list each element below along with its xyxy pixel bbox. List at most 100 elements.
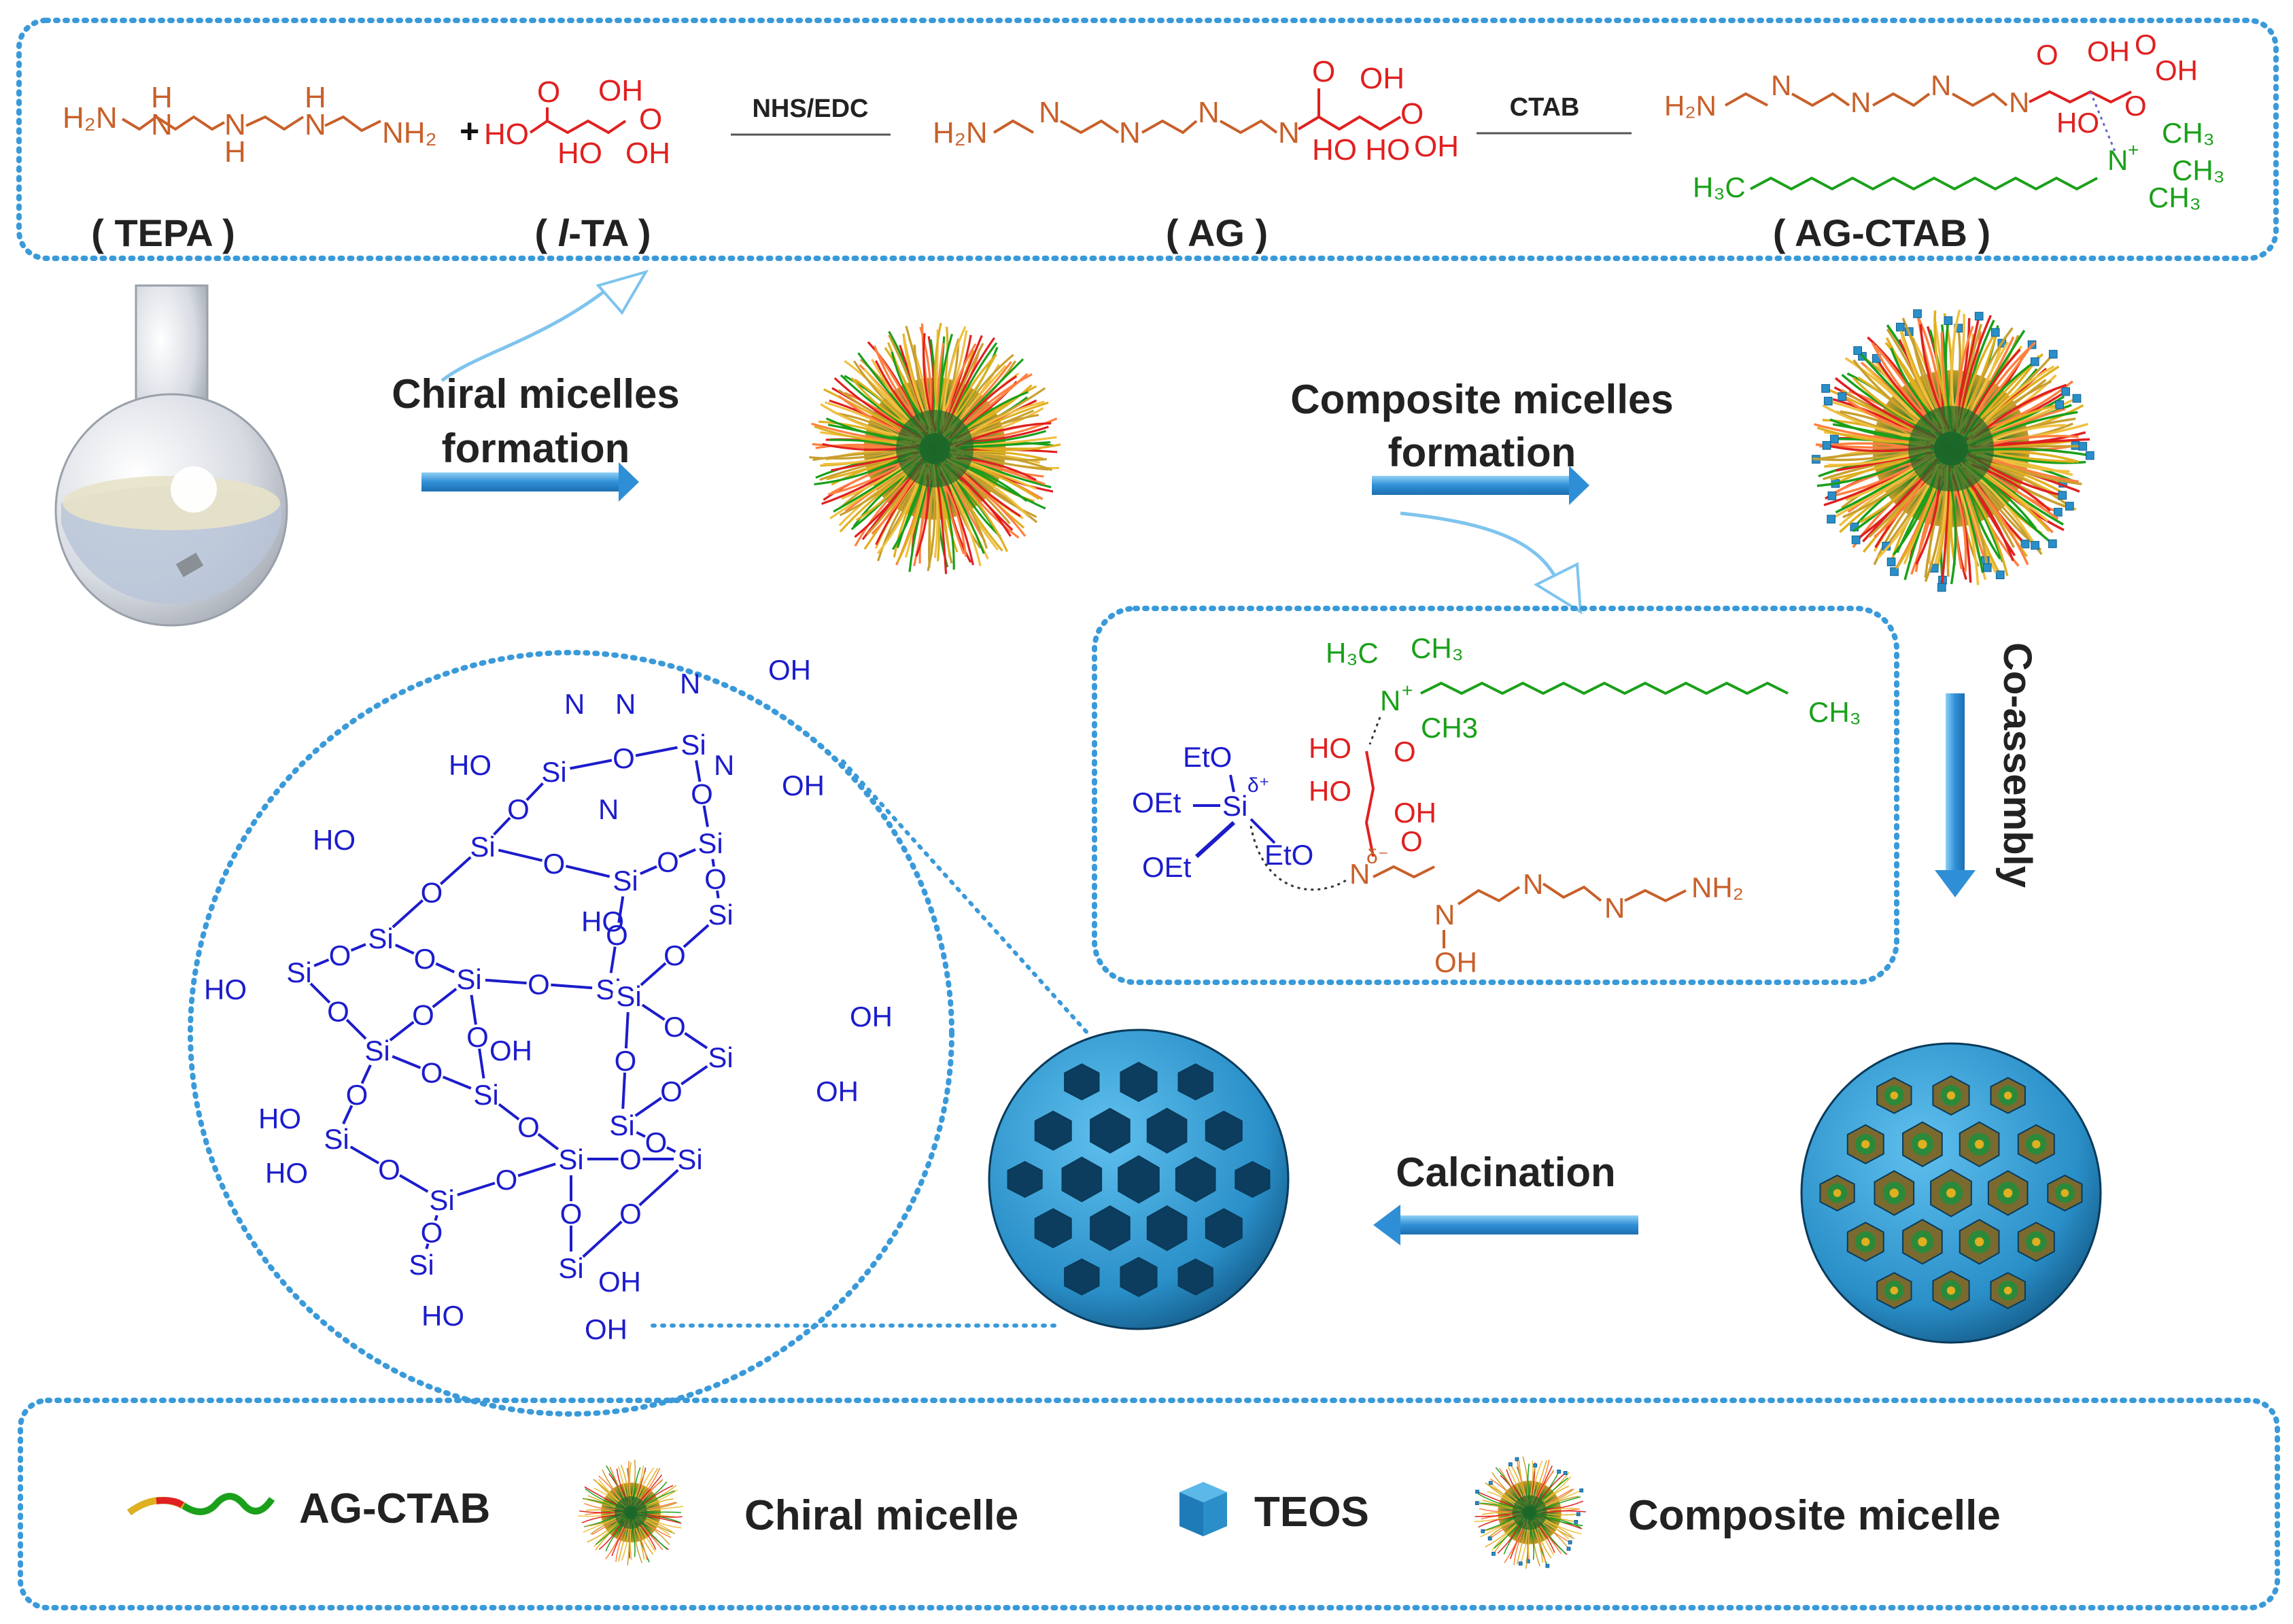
- svg-text:N: N: [1349, 858, 1370, 890]
- svg-text:O: O: [2036, 39, 2058, 71]
- svg-text:OH: OH: [2087, 35, 2130, 67]
- svg-text:HO: HO: [258, 1103, 301, 1135]
- plus-sign: +: [460, 112, 479, 150]
- svg-text:N: N: [1931, 69, 1951, 101]
- svg-text:N: N: [1039, 96, 1061, 129]
- svg-text:Si: Si: [616, 980, 641, 1012]
- legend-teos-label: TEOS: [1254, 1489, 1369, 1536]
- interaction-structure: H₃C CH₃ N + CH3 CH₃ HO O HO OH O EtO OEt…: [1132, 632, 1861, 978]
- svg-text:HO: HO: [1309, 775, 1351, 807]
- reaction-frame: [16, 18, 2279, 261]
- svg-text:CH₃: CH₃: [2162, 117, 2215, 149]
- svg-text:O: O: [346, 1079, 368, 1111]
- svg-text:O: O: [663, 939, 686, 971]
- svg-text:O: O: [560, 1198, 583, 1230]
- svg-text:O: O: [537, 75, 560, 109]
- svg-text:OH: OH: [489, 1035, 532, 1067]
- svg-text:Si: Si: [456, 963, 481, 995]
- arrow-coassembly: [1935, 693, 1976, 897]
- svg-text:Si: Si: [677, 1143, 702, 1175]
- chiral-step-line2: formation: [442, 426, 630, 471]
- svg-text:δ⁻: δ⁻: [1366, 846, 1389, 868]
- calcination-label: Calcination: [1396, 1150, 1615, 1195]
- legend-ag-ctab-label: AG-CTAB: [299, 1485, 490, 1532]
- svg-text:EtO: EtO: [1264, 839, 1313, 871]
- coassembly-label: Co-assembly: [1995, 642, 2039, 888]
- svg-text:HO: HO: [313, 824, 356, 856]
- svg-text:Si: Si: [609, 1109, 634, 1141]
- svg-text:OH: OH: [1434, 946, 1477, 978]
- svg-text:N: N: [1119, 116, 1141, 150]
- svg-text:Si: Si: [364, 1035, 390, 1067]
- svg-text:H: H: [151, 81, 173, 114]
- svg-text:+: +: [2128, 139, 2139, 160]
- curved-arrow-top: [441, 284, 613, 382]
- svg-text:Si: Si: [368, 922, 393, 954]
- legend-composite-micelle-icon: [1474, 1456, 1586, 1569]
- arrow-composite-formation: [1372, 466, 1589, 505]
- svg-text:OEt: OEt: [1132, 787, 1182, 818]
- interaction-frame: [1092, 606, 1899, 985]
- svg-text:O: O: [619, 1143, 642, 1175]
- tepa-structure: H₂N H N N H H N NH₂: [63, 81, 437, 169]
- svg-text:O: O: [615, 1045, 637, 1077]
- svg-text:O: O: [691, 778, 713, 810]
- svg-text:O: O: [412, 999, 434, 1031]
- reagent-ctab: CTAB: [1510, 93, 1580, 122]
- svg-text:HO: HO: [421, 1300, 464, 1332]
- reagent-nhs-edc: NHS/EDC: [752, 94, 868, 123]
- composite-step-line2: formation: [1388, 430, 1576, 475]
- svg-text:O: O: [613, 742, 635, 774]
- svg-text:N: N: [2107, 144, 2128, 176]
- svg-text:N: N: [598, 793, 619, 825]
- svg-text:OEt: OEt: [1142, 851, 1192, 883]
- templated-silica-sphere: [1800, 1042, 2102, 1344]
- svg-text:O: O: [1394, 736, 1416, 767]
- svg-text:N: N: [1434, 899, 1455, 931]
- svg-text:HO: HO: [449, 749, 492, 781]
- svg-text:Si: Si: [429, 1184, 454, 1216]
- flask-icon: [54, 284, 288, 627]
- svg-text:HO: HO: [581, 905, 624, 937]
- svg-text:OH: OH: [782, 770, 825, 801]
- svg-text:O: O: [421, 877, 443, 909]
- tartaric-acid-structure: HO O OH HO O OH: [484, 74, 670, 170]
- svg-text:OH: OH: [625, 137, 670, 170]
- svg-text:Si: Si: [697, 827, 723, 859]
- chiral-micelle: [809, 322, 1061, 574]
- legend-frame: [18, 1398, 2280, 1610]
- svg-text:O: O: [1400, 97, 1424, 131]
- silica-network: OOOOOOOOOOOOOOOOOOOOOOOOOOOOOSiSiSiSiSiS…: [204, 654, 893, 1345]
- svg-text:Si: Si: [473, 1079, 498, 1111]
- svg-text:N: N: [1771, 69, 1791, 101]
- ag-ctab-label: ( AG-CTAB ): [1773, 211, 1990, 254]
- svg-text:EtO: EtO: [1183, 741, 1232, 773]
- svg-text:Si: Si: [470, 831, 495, 863]
- svg-text:N: N: [680, 668, 700, 699]
- svg-text:HO: HO: [204, 973, 247, 1005]
- arrow-chiral-formation: [421, 462, 639, 502]
- legend-ag-ctab-icon: [127, 1493, 275, 1516]
- svg-text:OH: OH: [816, 1075, 859, 1107]
- svg-text:N: N: [1604, 892, 1625, 924]
- svg-text:CH₃: CH₃: [2148, 182, 2201, 213]
- svg-text:O: O: [496, 1164, 518, 1196]
- svg-text:O: O: [639, 103, 662, 136]
- svg-text:Si: Si: [708, 899, 733, 931]
- svg-text:N: N: [305, 108, 326, 141]
- svg-text:O: O: [329, 939, 351, 971]
- ag-label: ( AG ): [1166, 211, 1268, 254]
- svg-text:CH₃: CH₃: [2172, 154, 2225, 186]
- svg-text:O: O: [414, 943, 436, 975]
- svg-text:N: N: [1850, 86, 1871, 118]
- svg-text:OH: OH: [598, 74, 643, 107]
- svg-text:HO: HO: [2056, 107, 2099, 139]
- svg-text:N: N: [1523, 868, 1543, 900]
- svg-text:Si: Si: [613, 865, 638, 897]
- svg-text:O: O: [657, 846, 679, 878]
- mesoporous-silica-sphere: [988, 1029, 1290, 1330]
- svg-text:OH: OH: [585, 1313, 627, 1345]
- svg-text:OH: OH: [2155, 54, 2198, 86]
- svg-text:HO: HO: [484, 118, 529, 151]
- svg-text:OH: OH: [1394, 797, 1436, 829]
